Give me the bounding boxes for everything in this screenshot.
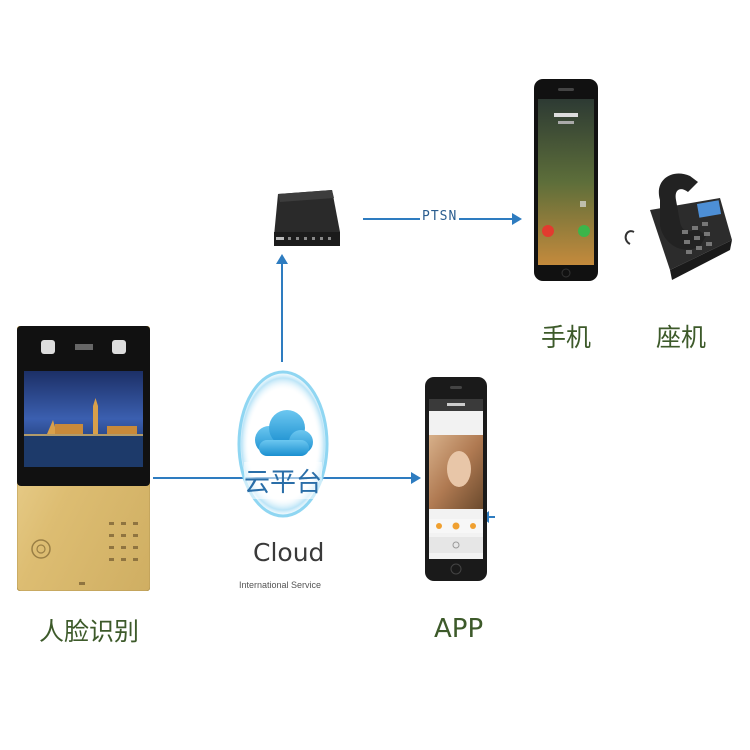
- face-recognition-terminal: [16, 325, 151, 592]
- cloud-title: Cloud: [253, 538, 325, 567]
- app-phone-device: [425, 377, 487, 581]
- cloud-platform-chinese-label: 云平台: [244, 462, 323, 499]
- landline-phone-device: [620, 170, 735, 290]
- ptsn-label: PTSN: [420, 209, 460, 224]
- cloud-subtitle: International Service: [239, 580, 322, 590]
- mobile-phone-device: [534, 79, 598, 281]
- app-label: APP: [434, 614, 484, 644]
- gateway-device: [272, 186, 342, 250]
- mobile-phone-label: 手机: [541, 323, 592, 352]
- landline-label: 座机: [656, 323, 707, 352]
- face-recognition-label: 人脸识别: [39, 617, 140, 646]
